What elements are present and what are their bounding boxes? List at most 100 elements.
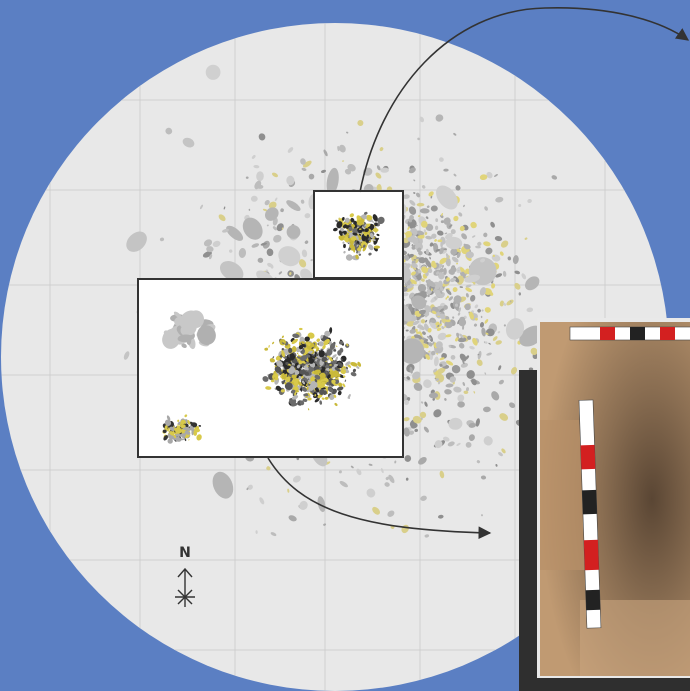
fragment-mark <box>427 268 433 274</box>
fragment-mark <box>440 236 446 245</box>
fragment-mark <box>272 226 277 231</box>
fragment-mark <box>356 249 359 254</box>
fragment-mark <box>445 289 452 295</box>
fragment-mark <box>402 292 409 297</box>
fragment-mark <box>226 225 244 241</box>
fragment-mark <box>242 217 263 240</box>
fragment-mark <box>425 216 429 220</box>
fragment-mark <box>468 422 477 428</box>
fragment-mark <box>470 294 476 302</box>
fragment-mark <box>443 305 448 310</box>
fragment-mark <box>431 262 437 268</box>
fragment-mark <box>476 359 483 366</box>
fragment-mark <box>492 336 498 341</box>
fragment-mark <box>417 283 427 293</box>
fragment-mark <box>434 440 443 449</box>
fragment-mark <box>470 221 477 229</box>
fragment-mark <box>429 242 434 247</box>
fragment-mark <box>465 387 470 392</box>
fragment-mark <box>458 307 462 313</box>
fragment-mark <box>506 299 514 306</box>
fragment-mark <box>437 230 444 236</box>
fragment-mark <box>424 232 428 236</box>
fragment-mark <box>379 147 384 152</box>
fragment-mark <box>498 451 503 457</box>
fragment-mark <box>435 114 444 122</box>
fragment-mark <box>441 353 447 359</box>
fragment-mark <box>483 232 488 238</box>
fragment-mark <box>477 350 482 360</box>
fragment-mark <box>518 292 522 296</box>
fragment-mark <box>431 288 433 292</box>
fragment-mark <box>452 316 455 319</box>
fragment-mark <box>123 351 130 360</box>
fragment-mark <box>433 409 442 418</box>
fragment-mark <box>453 173 457 177</box>
fragment-mark <box>412 237 419 246</box>
fragment-mark <box>495 196 504 203</box>
fragment-mark <box>450 248 458 256</box>
fragment-mark <box>286 175 295 186</box>
fragment-mark <box>447 316 450 320</box>
fragment-mark <box>423 343 429 349</box>
fragment-mark <box>403 427 410 437</box>
fragment-mark <box>260 242 268 246</box>
fragment-mark <box>477 241 482 246</box>
fragment-mark <box>473 323 478 327</box>
fragment-mark <box>411 244 414 246</box>
fragment-mark <box>446 222 452 230</box>
fragment-mark <box>479 322 485 328</box>
fragment-mark <box>480 258 486 263</box>
fragment-mark <box>420 495 427 501</box>
fragment-mark <box>455 337 459 342</box>
fragment-mark <box>498 379 504 385</box>
fragment-mark <box>372 228 379 232</box>
fragment-mark <box>317 496 326 513</box>
fragment-mark <box>484 372 487 375</box>
fragment-mark <box>435 341 443 349</box>
fragment-mark <box>288 515 297 522</box>
fragment-mark <box>228 249 233 253</box>
fragment-mark <box>419 208 430 214</box>
fragment-mark <box>409 215 415 220</box>
fragment-mark <box>286 200 301 212</box>
fragment-mark <box>165 127 173 135</box>
fragment-mark <box>518 204 522 207</box>
fragment-mark <box>238 248 247 258</box>
fragment-mark <box>338 234 345 241</box>
fragment-mark <box>298 259 307 268</box>
fragment-mark <box>251 154 256 159</box>
fragment-mark <box>418 250 423 256</box>
fragment-mark <box>414 428 418 433</box>
fragment-mark <box>445 236 463 250</box>
fragment-mark <box>477 354 480 356</box>
fragment-mark <box>270 532 277 537</box>
fragment-mark <box>287 147 294 153</box>
fragment-mark <box>530 347 538 356</box>
fragment-mark <box>372 220 374 223</box>
fragment-mark <box>479 174 488 181</box>
fragment-mark <box>437 272 445 280</box>
fragment-mark <box>483 436 493 446</box>
excavation-photo-inset <box>519 318 690 691</box>
fragment-mark <box>502 270 507 277</box>
fragment-mark <box>350 465 354 469</box>
fragment-mark <box>417 137 420 141</box>
fragment-mark <box>278 271 283 275</box>
fragment-mark <box>453 386 462 393</box>
fragment-mark <box>439 257 447 265</box>
fragment-mark <box>409 430 415 435</box>
fragment-mark <box>503 302 507 306</box>
north-arrow-icon <box>175 567 195 607</box>
fragment-mark <box>289 272 292 276</box>
fragment-mark <box>453 295 462 304</box>
fragment-mark <box>460 272 464 276</box>
fragment-mark <box>159 237 165 242</box>
fragment-mark <box>510 300 512 303</box>
fragment-mark <box>499 251 504 256</box>
fragment-mark <box>423 338 428 344</box>
fragment-mark <box>469 345 475 350</box>
fragment-mark <box>427 335 432 340</box>
fragment-mark <box>499 300 505 307</box>
fragment-mark <box>427 294 430 298</box>
